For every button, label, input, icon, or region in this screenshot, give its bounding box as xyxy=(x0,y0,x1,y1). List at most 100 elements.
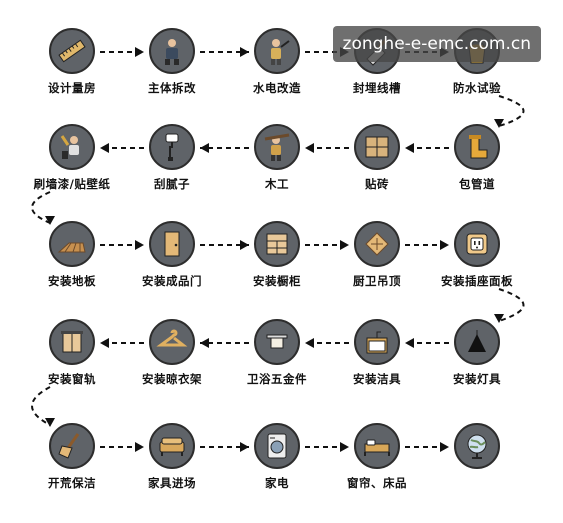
step-circle xyxy=(49,28,95,74)
flow-step: 家电 xyxy=(227,423,327,523)
flow-step: 开荒保洁 xyxy=(22,423,122,523)
step-label: 安装橱柜 xyxy=(253,274,301,288)
step-label: 安装地板 xyxy=(48,274,96,288)
step-circle xyxy=(254,423,300,469)
step-circle xyxy=(49,124,95,170)
step-circle xyxy=(454,423,500,469)
washing-machine-icon xyxy=(267,433,287,459)
step-circle xyxy=(354,319,400,365)
arrow-head xyxy=(240,442,249,452)
step-label: 水电改造 xyxy=(253,81,301,95)
flow-step: 设计量房 xyxy=(22,28,122,128)
arrow-head xyxy=(45,216,55,225)
step-circle xyxy=(254,28,300,74)
window-track-icon xyxy=(61,331,83,353)
arrow-head xyxy=(305,338,314,348)
step-circle xyxy=(254,221,300,267)
tiles-icon xyxy=(365,136,389,158)
arrow-head xyxy=(100,338,109,348)
painter-icon xyxy=(60,135,79,159)
step-label: 家具进场 xyxy=(148,476,196,490)
flow-connector xyxy=(498,288,525,322)
step-label: 防水试验 xyxy=(453,81,501,95)
ceiling-panel-icon xyxy=(365,232,389,256)
step-circle xyxy=(454,124,500,170)
flow-step: 贴砖 xyxy=(327,124,427,224)
step-circle xyxy=(149,319,195,365)
flow-connector xyxy=(31,386,51,426)
flow-step: 主体拆改 xyxy=(122,28,222,128)
arrow-head xyxy=(340,442,349,452)
step-label: 窗帘、床品 xyxy=(347,476,407,490)
arrow-head xyxy=(405,143,414,153)
step-circle xyxy=(254,319,300,365)
flow-step: 安装地板 xyxy=(22,221,122,321)
arrow-head xyxy=(340,240,349,250)
flow-step: 安装橱柜 xyxy=(227,221,327,321)
step-circle xyxy=(354,423,400,469)
step-circle xyxy=(49,319,95,365)
arrow-head xyxy=(135,442,144,452)
arrow-head xyxy=(440,240,449,250)
arrow-head xyxy=(135,240,144,250)
door-icon xyxy=(164,231,180,257)
pipe-icon xyxy=(469,135,488,159)
roller-icon xyxy=(165,133,179,161)
arrow-head xyxy=(200,338,209,348)
arrow-head xyxy=(45,418,55,427)
flow-step: 家具进场 xyxy=(122,423,222,523)
step-label: 刮腻子 xyxy=(154,177,190,191)
step-label: 安装灯具 xyxy=(453,372,501,386)
step-label: 家电 xyxy=(265,476,289,490)
step-circle xyxy=(254,124,300,170)
step-label: 安装窗轨 xyxy=(48,372,96,386)
step-circle xyxy=(149,124,195,170)
cabinet-icon xyxy=(266,233,288,255)
flow-step: 刮腻子 xyxy=(122,124,222,224)
step-label: 封埋线槽 xyxy=(353,81,401,95)
flow-step: 卫浴五金件 xyxy=(227,319,327,419)
sofa-icon xyxy=(159,437,185,456)
step-circle xyxy=(454,221,500,267)
globe-icon xyxy=(467,434,487,459)
arrow-head xyxy=(135,47,144,57)
sink-cabinet-icon xyxy=(366,331,388,354)
step-circle xyxy=(354,221,400,267)
flow-step: 安装晾衣架 xyxy=(122,319,222,419)
clothes-hanger-icon xyxy=(156,329,188,347)
step-label: 安装晾衣架 xyxy=(142,372,202,386)
step-circle xyxy=(149,423,195,469)
step-label: 安装洁具 xyxy=(353,372,401,386)
flow-step: 包管道 xyxy=(427,124,527,224)
step-label: 设计量房 xyxy=(48,81,96,95)
flow-step: 窗帘、床品 xyxy=(327,423,427,523)
watermark: zonghe-e-emc.com.cn xyxy=(332,26,541,62)
step-label: 贴砖 xyxy=(365,177,389,191)
arrow-head xyxy=(240,240,249,250)
arrow-head xyxy=(494,314,504,323)
towel-rack-icon xyxy=(266,334,288,349)
floor-plank-icon xyxy=(57,242,86,253)
step-circle xyxy=(49,221,95,267)
step-label: 厨卫吊顶 xyxy=(353,274,401,288)
flow-step: 厨卫吊顶 xyxy=(327,221,427,321)
step-label: 卫浴五金件 xyxy=(247,372,307,386)
flow-connector xyxy=(498,95,525,127)
electrician-icon xyxy=(271,39,290,65)
flow-step: 安装插座面板 xyxy=(427,221,527,321)
step-label: 安装插座面板 xyxy=(441,274,513,288)
step-circle xyxy=(454,319,500,365)
flow-step: 安装窗轨 xyxy=(22,319,122,419)
broom-icon xyxy=(58,433,80,459)
arrow-head xyxy=(440,442,449,452)
arrow-head xyxy=(240,47,249,57)
arrow-head xyxy=(494,119,504,128)
ruler-icon xyxy=(58,39,86,63)
step-circle xyxy=(49,423,95,469)
step-circle xyxy=(149,221,195,267)
step-label: 安装成品门 xyxy=(142,274,202,288)
socket-icon xyxy=(466,233,488,255)
step-circle xyxy=(354,124,400,170)
step-label: 开荒保洁 xyxy=(48,476,96,490)
step-label: 主体拆改 xyxy=(148,81,196,95)
